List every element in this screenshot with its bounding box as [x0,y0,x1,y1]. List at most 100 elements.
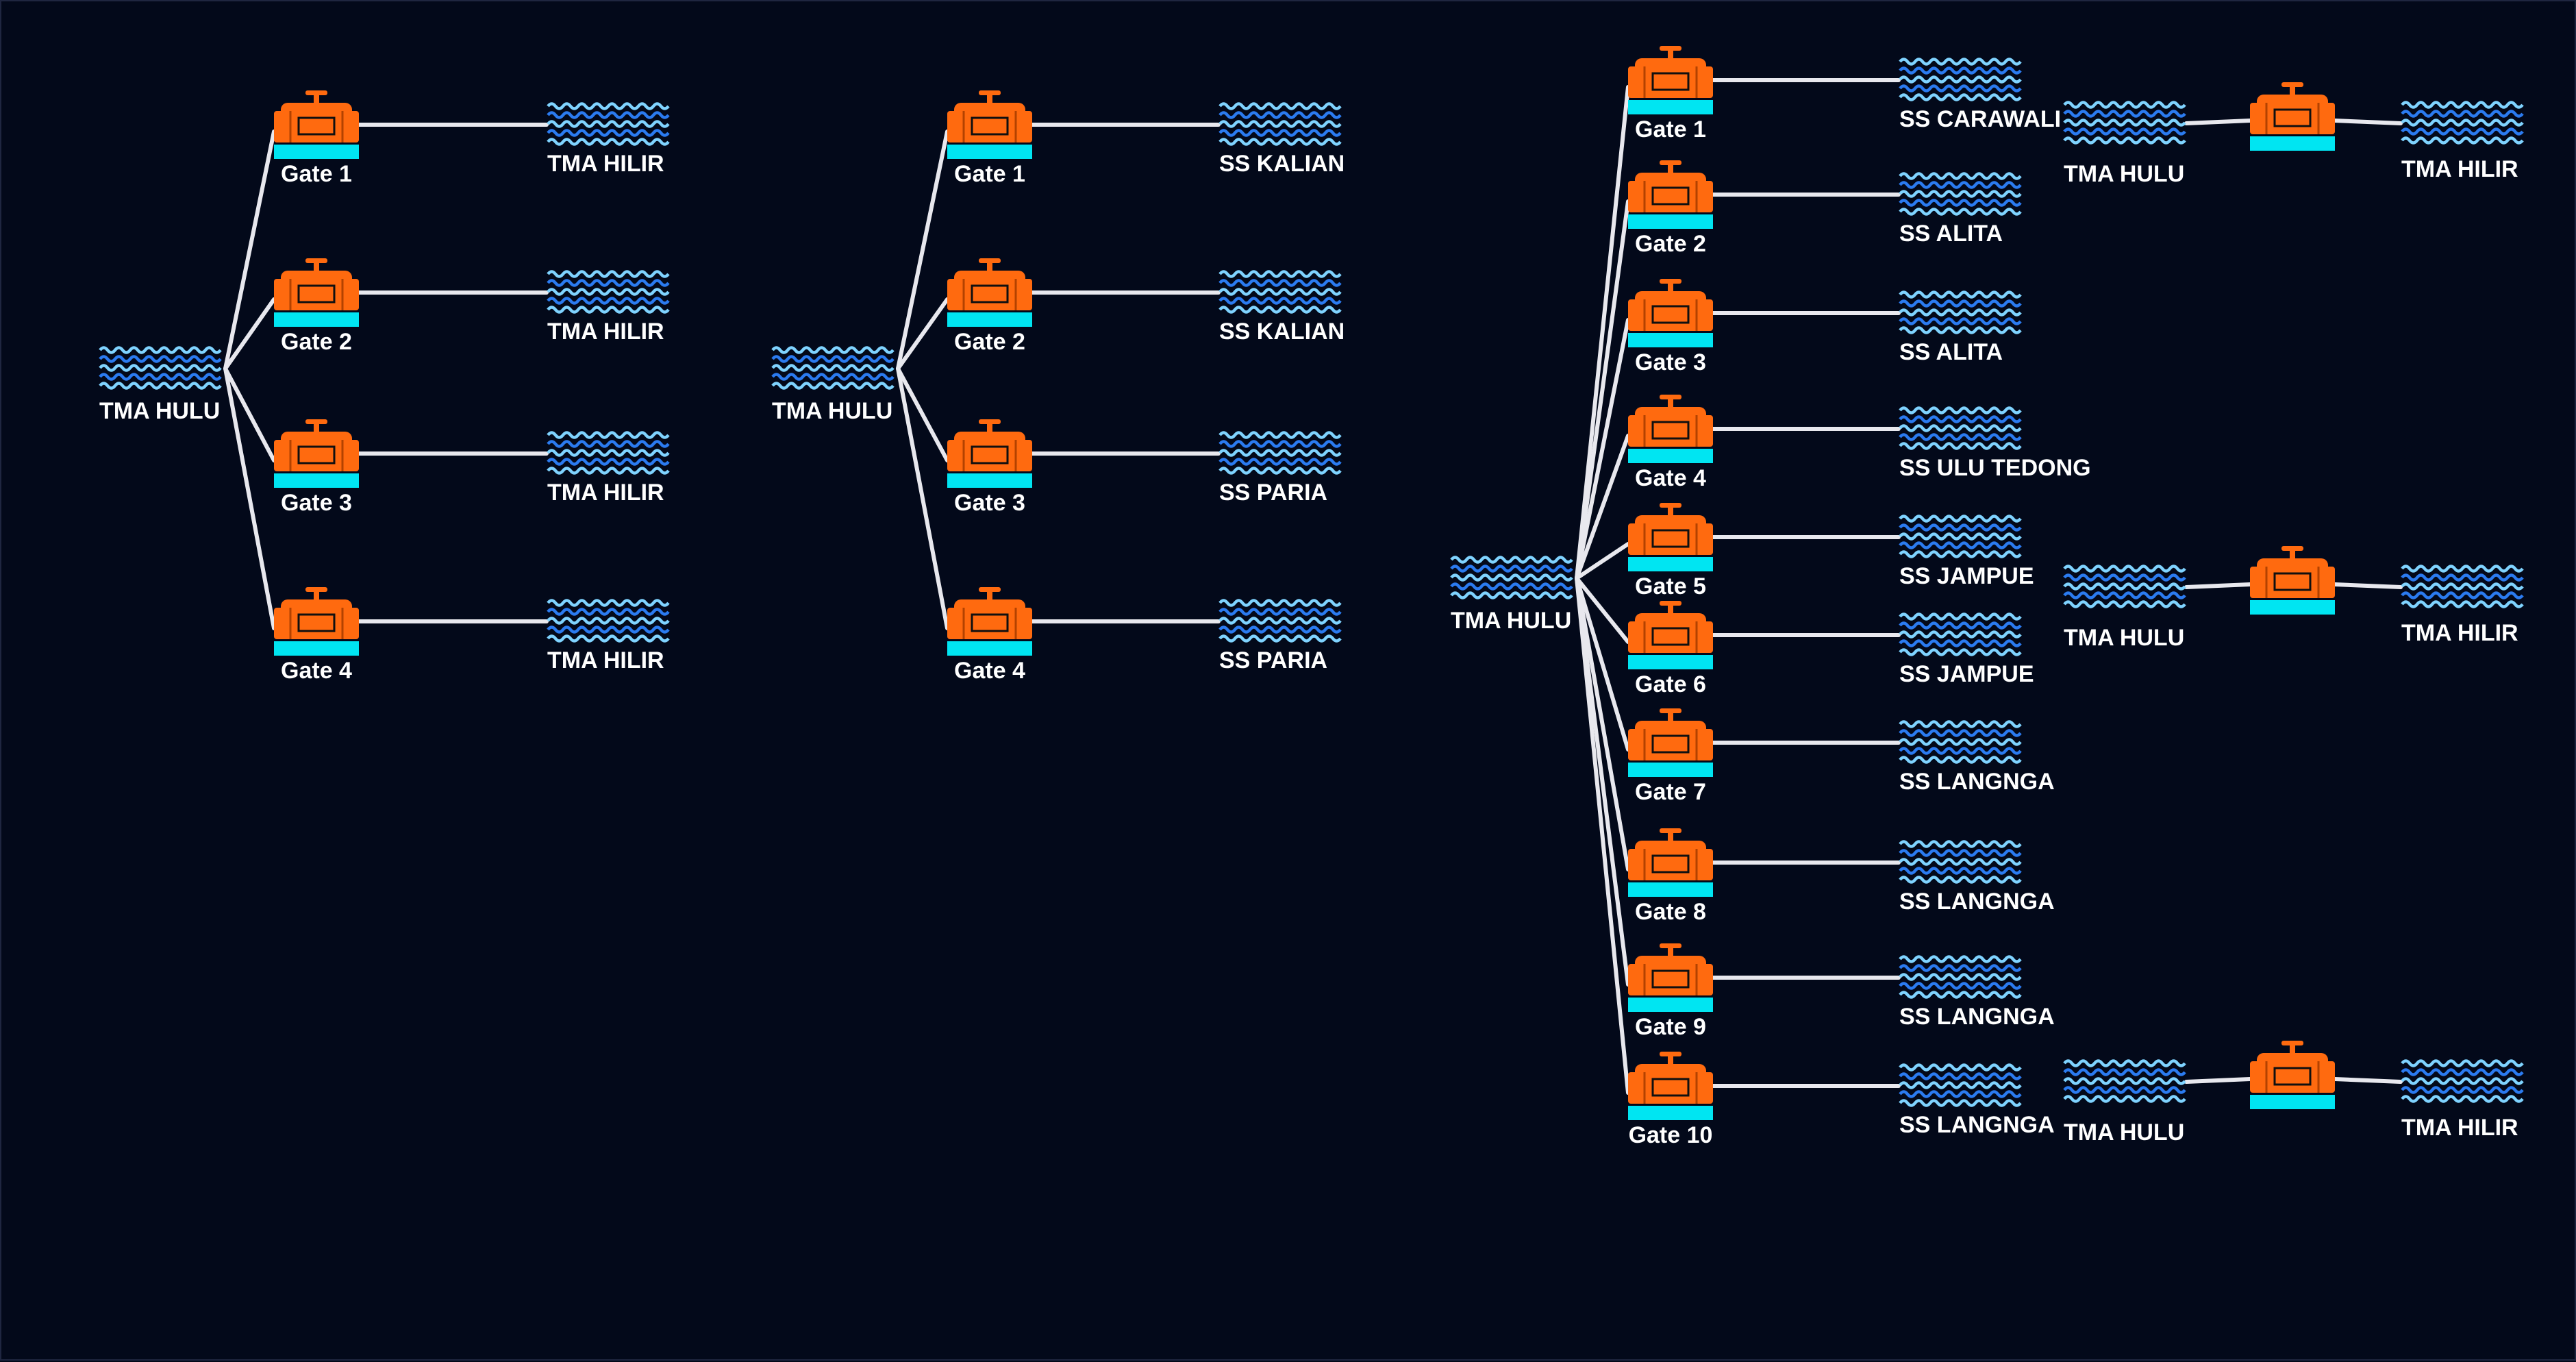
gate-label: Gate 3 [954,490,1025,516]
link-source-to-gate [1575,434,1630,580]
gate-label: Gate 7 [1635,779,1706,805]
gate-label: Gate 10 [1628,1122,1713,1148]
link-gate-to-downstream [2333,1077,2403,1084]
target-label: SS KALIAN [1219,319,1345,345]
gate-label: Gate 9 [1635,1014,1706,1040]
gate-label: Gate 4 [281,658,352,684]
downstream-water-icon [2401,563,2524,615]
link-gate-to-downstream [2333,582,2403,589]
gate-label: Gate 4 [954,658,1025,684]
gate-label: Gate 2 [281,329,352,355]
target-water-icon [1899,171,2022,222]
gate-valve-icon [1628,279,1713,351]
target-water-icon [1899,513,2022,565]
link-gate-to-downstream [2333,119,2403,125]
gate-valve-icon [947,258,1032,330]
target-water-icon [1218,597,1342,649]
source-water-icon [771,345,895,396]
upstream-water-icon [2063,563,2186,615]
target-water-icon [1218,269,1342,320]
link-source-to-gate [1575,576,1630,644]
chain-downstream-label: TMA HILIR [2401,1115,2518,1141]
gate-label: Gate 1 [954,161,1025,187]
target-label: SS JAMPUE [1899,563,2034,589]
target-water-icon [1899,56,2022,108]
target-water-icon [547,597,670,649]
gate-valve-icon [1628,943,1713,1015]
source-label: TMA HULU [1451,608,1572,634]
gate-label: Gate 1 [1635,116,1706,143]
gate-valve-icon [947,587,1032,659]
link-source-to-gate [896,297,949,371]
target-label: SS LANGNGA [1899,889,2055,915]
link-upstream-to-gate [2184,582,2252,589]
gate-label: Gate 8 [1635,899,1706,925]
link-upstream-to-gate [2184,119,2252,125]
gate-label: Gate 2 [954,329,1025,355]
link-source-to-gate [1575,576,1630,871]
target-label: SS KALIAN [1219,151,1345,177]
gate-label: Gate 3 [1635,349,1706,375]
gate-valve-icon [274,258,359,330]
upstream-water-icon [2063,99,2186,151]
link-source-to-gate [223,367,276,462]
link-source-to-gate [223,367,276,630]
target-label: TMA HILIR [547,480,664,506]
gate-valve-icon [1628,601,1713,673]
link-upstream-to-gate [2184,1077,2252,1084]
source-water-icon [1450,554,1573,606]
gate-valve-icon [947,419,1032,491]
gate-valve-icon [1628,160,1713,232]
target-label: SS ALITA [1899,221,2003,247]
target-label: TMA HILIR [547,319,664,345]
chain-downstream-label: TMA HILIR [2401,156,2518,182]
gate-valve-icon [1628,46,1713,118]
target-water-icon [1218,430,1342,481]
chain-upstream-label: TMA HULU [2064,1119,2185,1146]
target-label: SS PARIA [1219,647,1328,673]
downstream-water-icon [2401,99,2524,151]
gate-valve-icon [1628,503,1713,575]
target-label: SS LANGNGA [1899,769,2055,795]
target-label: TMA HILIR [547,151,664,177]
gate-valve-icon [274,419,359,491]
gate-valve-icon [947,90,1032,162]
target-water-icon [1899,405,2022,456]
target-water-icon [1899,289,2022,340]
target-water-icon [1899,1062,2022,1113]
link-source-to-gate [1575,576,1630,752]
link-source-to-gate [1575,542,1630,580]
gate-label: Gate 4 [1635,465,1706,491]
gate-label: Gate 6 [1635,671,1706,697]
target-label: SS LANGNGA [1899,1112,2055,1138]
chain-upstream-label: TMA HULU [2064,161,2185,187]
target-label: SS CARAWALI [1899,106,2062,132]
gate-label: Gate 1 [281,161,352,187]
target-water-icon [1218,101,1342,152]
downstream-water-icon [2401,1058,2524,1109]
target-label: SS ULU TEDONG [1899,455,2091,481]
link-source-to-gate [896,129,949,371]
target-label: TMA HILIR [547,647,664,673]
source-label: TMA HULU [99,398,221,424]
target-water-icon [547,269,670,320]
gate-label: Gate 3 [281,490,352,516]
gate-valve-icon [1628,708,1713,780]
link-source-to-gate [1575,318,1630,580]
target-label: SS LANGNGA [1899,1004,2055,1030]
source-label: TMA HULU [772,398,893,424]
gate-valve-icon [274,587,359,659]
gate-label: Gate 2 [1635,231,1706,257]
target-water-icon [547,430,670,481]
target-water-icon [1899,611,2022,663]
gate-label: Gate 5 [1635,573,1706,599]
target-label: SS ALITA [1899,339,2003,365]
link-source-to-gate [223,129,276,371]
target-water-icon [1899,719,2022,770]
chain-downstream-label: TMA HILIR [2401,620,2518,646]
target-water-icon [1899,954,2022,1005]
gate-valve-icon [2250,1041,2335,1113]
source-water-icon [99,345,222,396]
